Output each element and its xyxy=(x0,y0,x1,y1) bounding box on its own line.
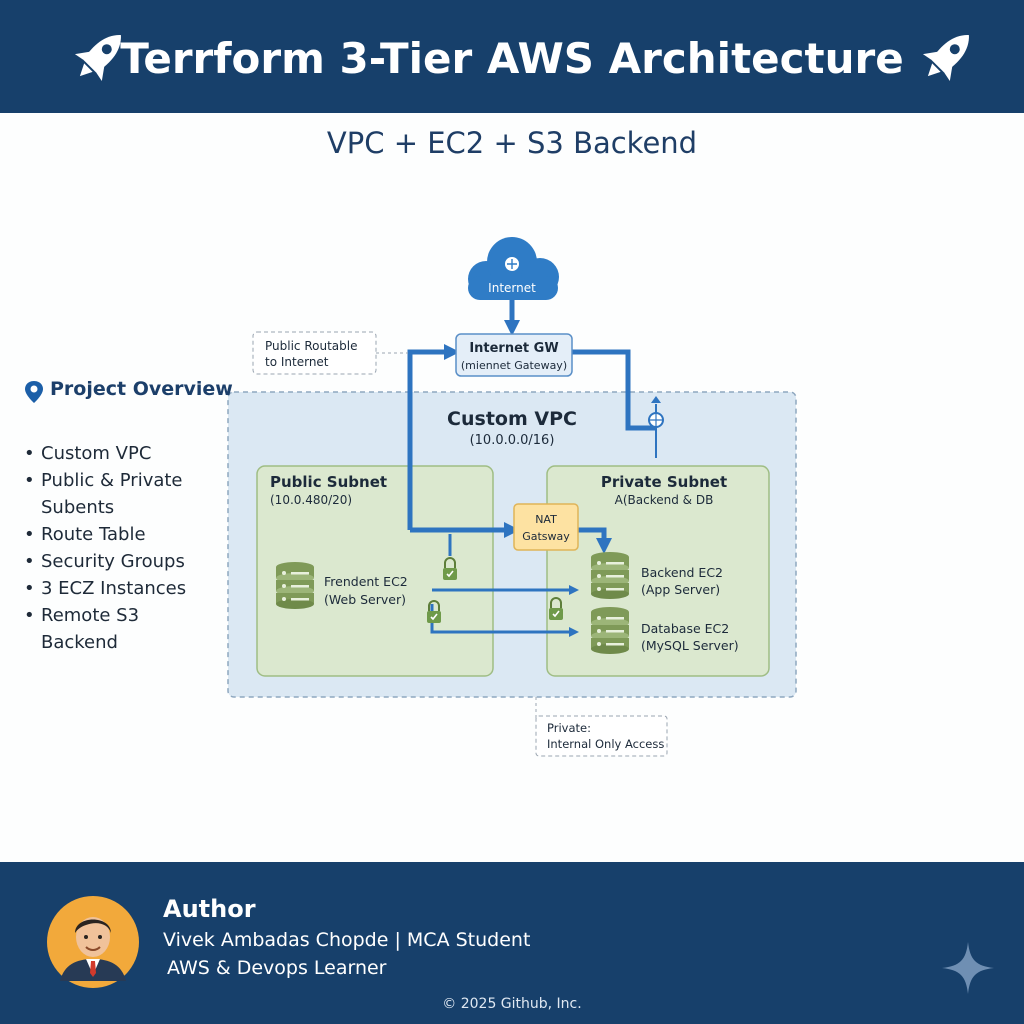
frontend-label-line2: (Web Server) xyxy=(324,592,406,607)
overview-item: Security Groups xyxy=(24,548,186,575)
header-bar xyxy=(0,0,1024,113)
database-label-line2: (MySQL Server) xyxy=(641,638,739,653)
backend-label-line1: Backend EC2 xyxy=(641,565,723,580)
cloud-icon xyxy=(468,237,559,300)
author-heading: Author xyxy=(163,895,256,923)
nat-to-backend-arrow xyxy=(576,527,612,554)
internet-gateway-title: Internet GW xyxy=(469,341,558,356)
igw-to-private-line xyxy=(570,349,656,431)
footer-bar xyxy=(0,862,1024,1024)
location-pin-icon xyxy=(25,381,43,403)
overview-title: Project Overview xyxy=(50,378,233,400)
public-to-igw-arrow xyxy=(407,344,460,530)
overview-item: Subents xyxy=(41,497,115,518)
overview-item: Public & Private xyxy=(24,467,186,494)
backend-server-icon xyxy=(591,552,629,599)
sparkle-icon xyxy=(942,942,994,994)
internet-label: Internet xyxy=(488,281,536,295)
frontend-label-line1: Frendent EC2 xyxy=(324,574,408,589)
nat-gateway-line2: Gatsway xyxy=(522,530,570,543)
overview-item: 3 ECZ Instances xyxy=(24,575,186,602)
public-note-line2: to Internet xyxy=(265,355,329,369)
vpc-title: Custom VPC xyxy=(447,408,577,430)
private-note-line1: Private: xyxy=(547,721,591,735)
public-subnet-box xyxy=(256,465,494,677)
internet-gateway-box xyxy=(455,333,573,377)
page-title: Terrform 3-Tier AWS Architecture xyxy=(120,34,904,83)
rocket-icon xyxy=(922,35,969,82)
private-subnet-title: Private Subnet xyxy=(601,473,727,491)
public-subnet-cidr: (10.0.480/20) xyxy=(270,493,352,507)
private-subnet-subtitle: A(Backend & DB xyxy=(615,493,714,507)
author-name: Vivek Ambadas Chopde | MCA Student xyxy=(163,929,531,951)
globe-icon xyxy=(648,396,664,428)
database-label-line1: Database EC2 xyxy=(641,621,729,636)
public-note-line1: Public Routable xyxy=(265,339,357,353)
private-note-box xyxy=(535,715,668,757)
overview-item: Route Table xyxy=(24,521,186,548)
database-server-icon xyxy=(591,607,629,654)
private-note-line2: Internal Only Access xyxy=(547,737,664,751)
overview-item: Remote S3 xyxy=(24,602,186,629)
rocket-icon xyxy=(74,35,121,82)
frontend-server-icon xyxy=(276,562,314,609)
overview-item: Backend xyxy=(41,632,118,653)
subtitle: VPC + EC2 + S3 Backend xyxy=(326,126,698,160)
public-note-box xyxy=(252,331,377,375)
overview-item: Custom VPC xyxy=(24,440,186,467)
nat-gateway-box xyxy=(513,503,579,551)
author-role: AWS & Devops Learner xyxy=(167,957,387,979)
avatar xyxy=(47,896,139,988)
vpc-cidr: (10.0.0.0/16) xyxy=(470,433,555,448)
copyright-text: © 2025 Github, Inc. xyxy=(442,996,582,1012)
backend-label-line2: (App Server) xyxy=(641,582,720,597)
public-subnet-title: Public Subnet xyxy=(270,473,387,491)
internet-gateway-subtitle: (miennet Gateway) xyxy=(461,359,567,372)
nat-gateway-line1: NAT xyxy=(535,513,557,526)
overview-list: Custom VPC Public & Private Subents Rout… xyxy=(24,440,186,656)
